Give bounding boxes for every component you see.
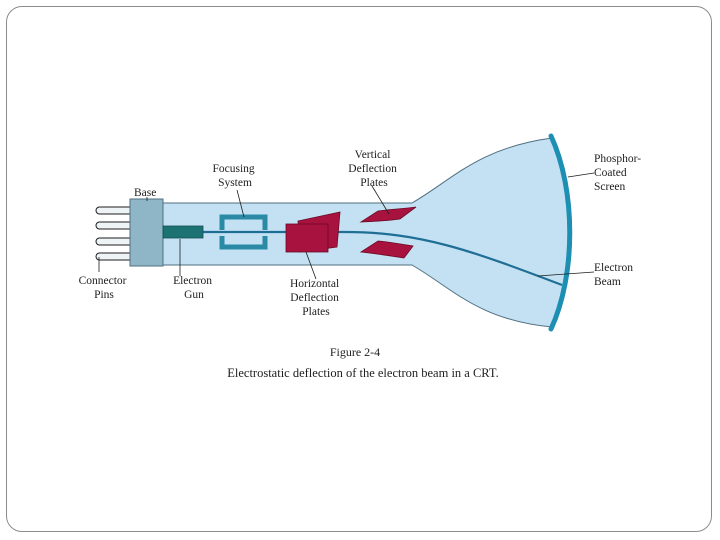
label-focusing: Focusing System: [212, 163, 257, 189]
label-gun: Electron Gun: [173, 275, 215, 301]
focusing-plate-top: [219, 214, 268, 230]
label-horizontal: Horizontal Deflection Plates: [290, 278, 342, 318]
label-phosphor: Phosphor- Coated Screen: [594, 153, 644, 193]
electron-beam: [200, 230, 563, 287]
connector-pin: [95, 252, 134, 261]
connector-pin: [95, 237, 134, 246]
phosphor-screen: [548, 133, 573, 332]
leader-phosphor: [567, 172, 595, 178]
vertical-deflection-plates: [359, 206, 417, 259]
connector-pin: [95, 221, 134, 230]
leader-lines: [98, 172, 595, 280]
figure-caption: Electrostatic deflection of the electron…: [227, 366, 499, 380]
figure-number: Figure 2-4: [329, 345, 381, 359]
label-vertical: Vertical Deflection Plates: [348, 149, 399, 189]
connector-pin: [95, 206, 134, 215]
electron-gun: [162, 225, 204, 239]
leader-focusing: [236, 189, 245, 218]
horizontal-deflection-plates: [285, 211, 341, 253]
base: [129, 198, 164, 267]
leader-beam: [537, 271, 595, 277]
focusing-plate-bottom: [219, 236, 268, 250]
connector-pins: [95, 206, 134, 261]
leader-vertical: [371, 185, 390, 215]
horizontal-plate-front: [285, 223, 329, 253]
label-base: Base: [134, 187, 156, 199]
slide-frame: [6, 6, 712, 532]
label-beam: Electron Beam: [594, 262, 636, 288]
focusing-system: [219, 214, 268, 250]
label-connector: Connector Pins: [79, 275, 130, 301]
leader-horizontal: [305, 251, 317, 280]
vertical-plate-bottom: [359, 240, 414, 259]
